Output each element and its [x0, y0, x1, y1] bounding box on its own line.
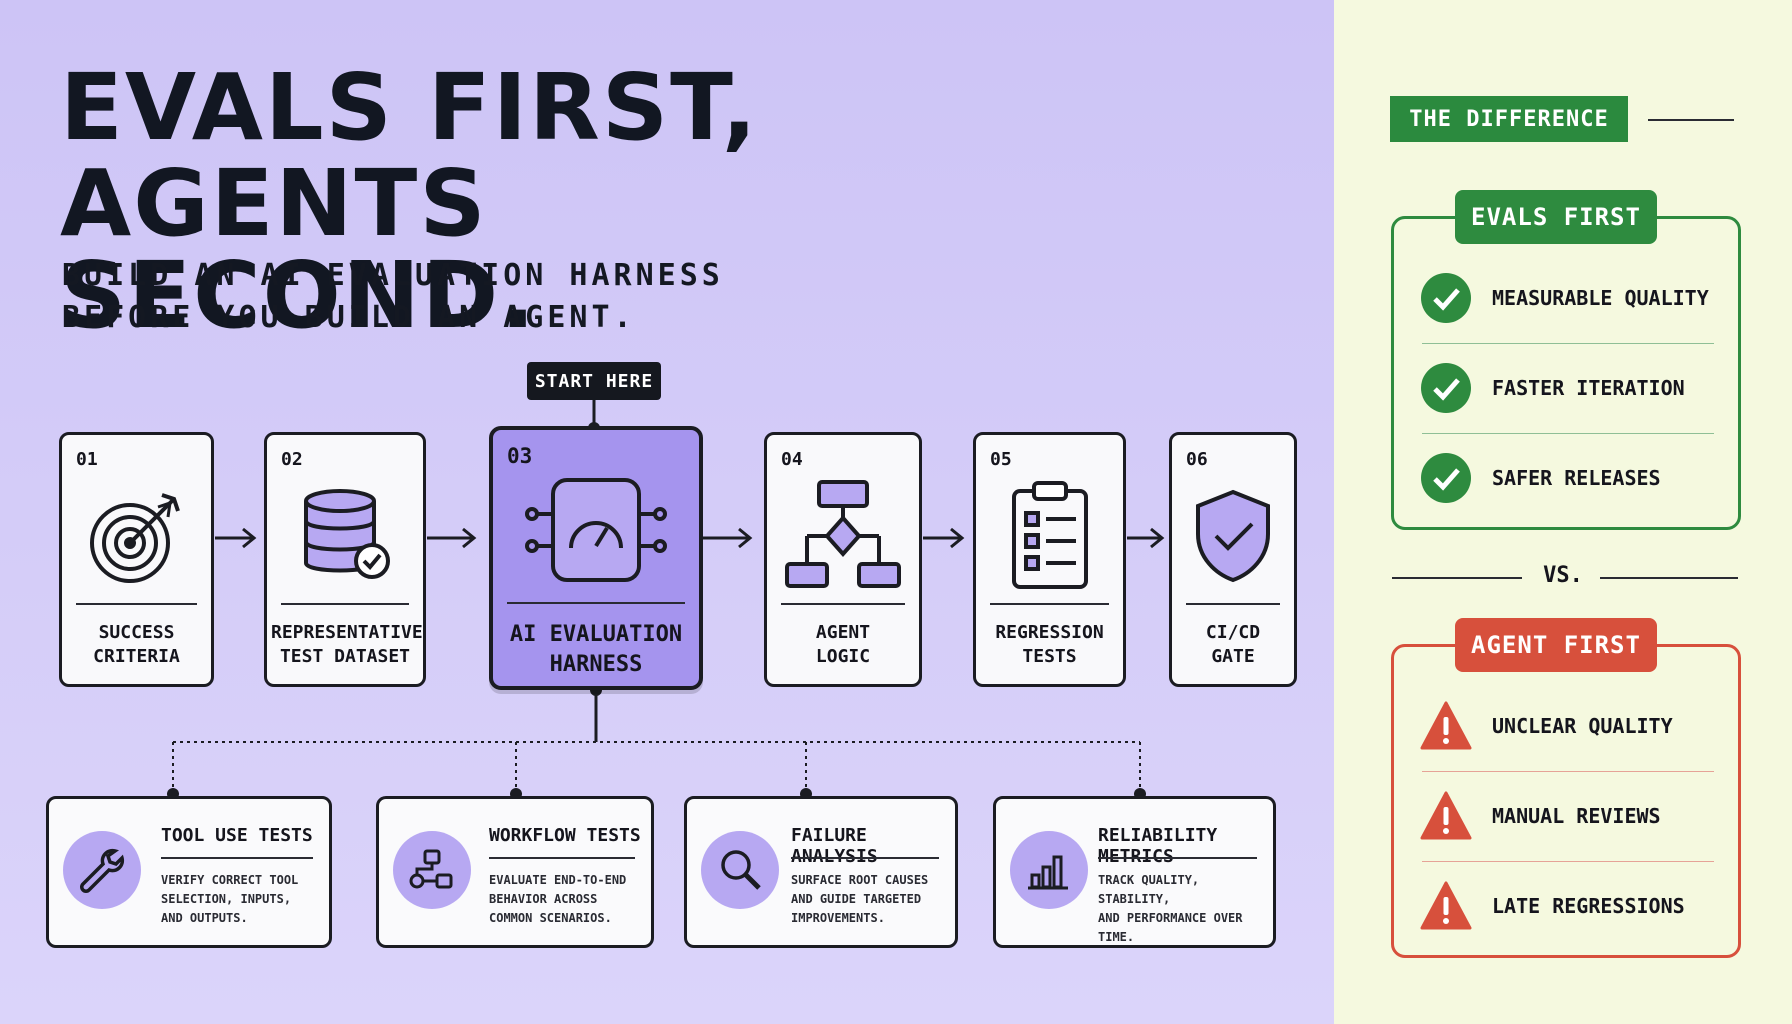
subtitle-line-1: BUILD AN AI EVALUATION HARNESS	[62, 258, 724, 293]
heading-rule	[1648, 119, 1734, 121]
bad-item-label: UNCLEAR QUALITY	[1492, 714, 1673, 738]
gauge-chip-icon	[493, 474, 699, 592]
card-title: FAILURE ANALYSIS	[791, 825, 878, 867]
vs-label: VS.	[1543, 563, 1583, 588]
bad-item-label: MANUAL REVIEWS	[1492, 804, 1661, 828]
good-item: MEASURABLE QUALITY	[1418, 254, 1714, 344]
wrench-icon	[63, 831, 141, 909]
evals-first-label: EVALS FIRST	[1455, 190, 1657, 244]
divider	[161, 857, 313, 859]
divider	[1186, 603, 1280, 605]
page-title-line-2: AGENTS SECOND.	[60, 150, 538, 349]
divider	[489, 857, 635, 859]
step-number: 06	[1186, 449, 1208, 470]
agent-first-label: AGENT FIRST	[1455, 618, 1657, 672]
divider	[990, 603, 1109, 605]
good-item: SAFER RELEASES	[1418, 434, 1714, 524]
card-description: TRACK QUALITY, STABILITY,AND PERFORMANCE…	[1098, 873, 1243, 944]
divider	[781, 603, 905, 605]
divider	[76, 603, 197, 605]
comparison-panel	[1334, 0, 1792, 1024]
divider	[1098, 857, 1257, 859]
divider	[1422, 861, 1714, 862]
divider	[281, 603, 409, 605]
magnifier-icon	[701, 831, 779, 909]
step-number: 02	[281, 449, 303, 470]
start-here-badge: START HERE	[527, 362, 661, 400]
vs-rule-right	[1600, 577, 1738, 579]
card-title: TOOL USE TESTS	[161, 825, 313, 846]
card-title: WORKFLOW TESTS	[489, 825, 641, 846]
warning-icon	[1420, 701, 1472, 750]
flowchart-icon	[767, 477, 919, 595]
the-difference-heading: THE DIFFERENCE	[1390, 96, 1628, 142]
bad-item-label: LATE REGRESSIONS	[1492, 894, 1685, 918]
vs-rule-left	[1392, 577, 1522, 579]
bar-chart-icon	[1010, 831, 1088, 909]
good-item-label: MEASURABLE QUALITY	[1492, 286, 1709, 310]
page-title-line-1: EVALS FIRST,	[60, 54, 759, 161]
divider	[791, 857, 939, 859]
good-item: FASTER ITERATION	[1418, 344, 1714, 434]
clipboard-checklist-icon	[976, 477, 1123, 595]
step-number: 01	[76, 449, 98, 470]
shield-check-icon	[1172, 477, 1294, 595]
check-circle-icon	[1421, 453, 1471, 503]
step-number: 03	[507, 444, 533, 468]
divider	[1422, 343, 1714, 344]
divider	[1422, 771, 1714, 772]
workflow-icon	[393, 831, 471, 909]
bad-item: LATE REGRESSIONS	[1418, 862, 1714, 952]
subtitle-line-2: BEFORE YOU BUILD AN AGENT.	[62, 300, 636, 335]
database-check-icon	[267, 477, 423, 595]
divider	[1422, 433, 1714, 434]
warning-icon	[1420, 881, 1472, 930]
step-number: 05	[990, 449, 1012, 470]
bad-item: UNCLEAR QUALITY	[1418, 682, 1714, 772]
bad-item: MANUAL REVIEWS	[1418, 772, 1714, 862]
step-number: 04	[781, 449, 803, 470]
good-item-label: FASTER ITERATION	[1492, 376, 1685, 400]
target-icon	[62, 477, 211, 595]
check-circle-icon	[1421, 363, 1471, 413]
good-item-label: SAFER RELEASES	[1492, 466, 1661, 490]
divider	[507, 602, 685, 604]
check-circle-icon	[1421, 273, 1471, 323]
harness-card-reliability-metrics: RELIABILITY METRICS TRACK QUALITY, STABI…	[993, 796, 1276, 948]
card-title: RELIABILITY METRICS	[1098, 825, 1218, 867]
warning-icon	[1420, 791, 1472, 840]
